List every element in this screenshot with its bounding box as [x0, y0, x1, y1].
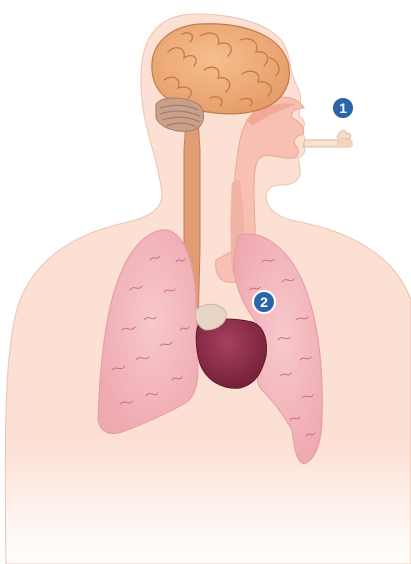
marker-2-label: 2	[260, 294, 268, 310]
marker-1-label: 1	[339, 100, 347, 116]
cigarette-icon	[304, 131, 352, 147]
cerebellum	[156, 98, 204, 131]
marker-1: 1	[332, 97, 354, 119]
marker-2: 2	[253, 291, 275, 313]
